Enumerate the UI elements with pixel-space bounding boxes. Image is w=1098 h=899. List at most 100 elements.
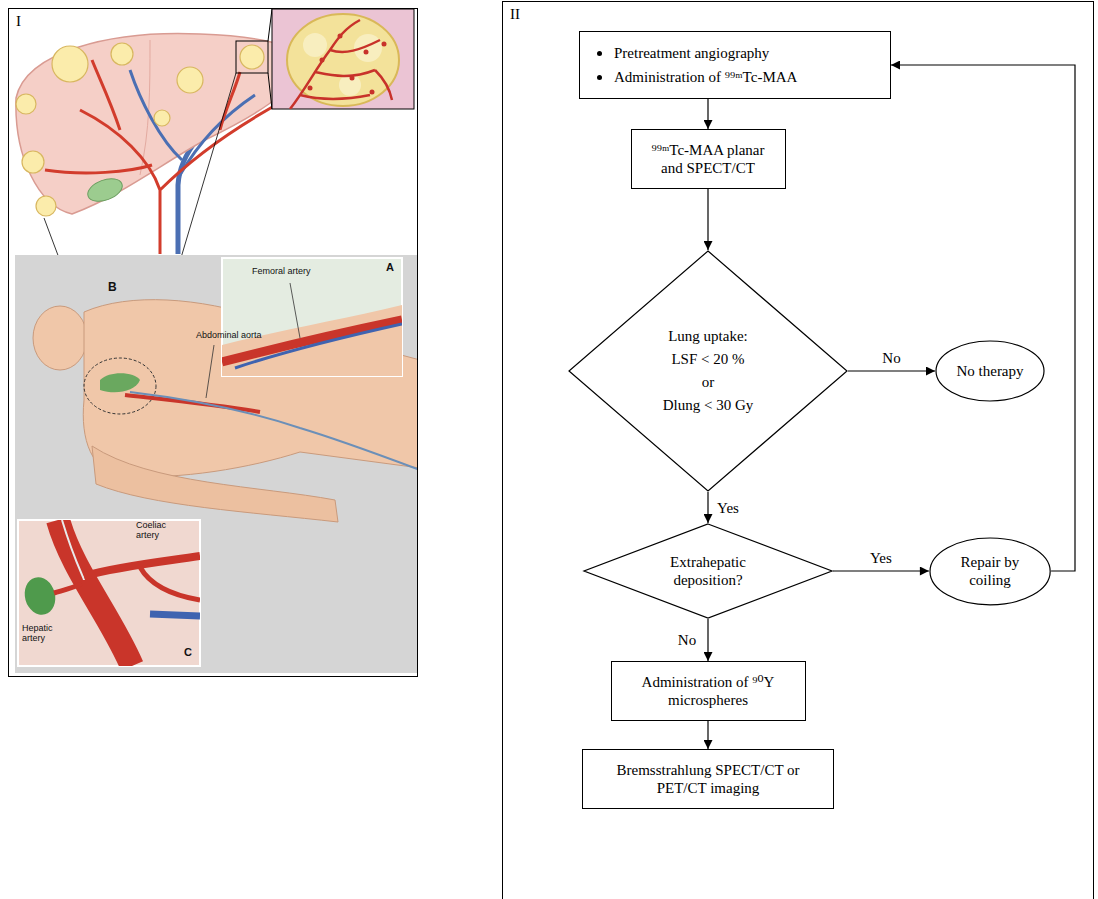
diamond-outline xyxy=(568,250,848,492)
decision-diamond: Extrahepatic deposition? xyxy=(583,523,833,619)
text-group: ⁹⁹ᵐTc-MAA planar and SPECT/CT xyxy=(640,141,777,177)
edge-label: Yes xyxy=(868,549,894,567)
dot xyxy=(320,58,325,63)
tumour xyxy=(16,94,36,114)
diamond-shape xyxy=(584,524,832,618)
nodule xyxy=(339,74,361,96)
text-group: I xyxy=(16,12,410,30)
panel-number: I xyxy=(16,12,410,30)
flow-arrow xyxy=(833,570,929,571)
arm xyxy=(92,446,338,522)
tumour-vessels xyxy=(290,20,392,109)
inset-letter: B xyxy=(108,281,117,294)
diamond-shape xyxy=(569,251,847,491)
part-label: Hepatic artery xyxy=(22,624,68,644)
text-group: Bremsstrahlung SPECT/CT or PET/CT imagin… xyxy=(591,761,825,797)
edge-label-holder: Yes xyxy=(868,549,894,567)
tumour xyxy=(52,46,88,82)
aorta xyxy=(125,395,260,412)
gallbladder xyxy=(21,574,60,618)
flow-arrow xyxy=(707,189,708,250)
artery-branch xyxy=(140,567,200,600)
zoomed-tumour xyxy=(287,14,399,109)
terminal-ellipse: No therapy xyxy=(935,340,1045,402)
node-text: LSF < 20 % xyxy=(663,348,754,371)
label-holder: Hepatic artery xyxy=(22,624,68,644)
flow-arrow xyxy=(707,721,708,749)
tumour-large xyxy=(287,14,399,106)
flow-arrow xyxy=(707,99,708,129)
label-holder: C xyxy=(184,646,192,658)
edge-label: No xyxy=(676,631,698,649)
text-group: No therapy xyxy=(956,362,1023,380)
text-group: Extrahepatic deposition? xyxy=(656,553,760,589)
ellipse-outline xyxy=(929,537,1051,606)
dot xyxy=(370,90,375,95)
zoom-inset xyxy=(272,9,414,109)
process-box: Administration of ⁹⁰Y microspheres xyxy=(611,661,806,721)
flow-arrow xyxy=(707,619,708,661)
process-box: Bremsstrahlung SPECT/CT or PET/CT imagin… xyxy=(582,749,834,809)
dot xyxy=(350,76,355,81)
node-text: No therapy xyxy=(956,362,1023,380)
node-text: Repair by coiling xyxy=(948,553,1032,589)
tumour xyxy=(22,151,44,173)
dot xyxy=(364,50,369,55)
femoral-artery xyxy=(222,320,402,362)
inset-letter: A xyxy=(386,261,394,273)
skin xyxy=(222,305,402,376)
part-label: Coeliac artery xyxy=(136,521,182,541)
catheter xyxy=(62,520,84,580)
panel-frame: I xyxy=(8,8,418,677)
flow-arrow xyxy=(848,370,935,371)
inset-a xyxy=(222,258,402,376)
label-holder: Abdominal aorta xyxy=(196,331,262,341)
label-holder: Coeliac artery xyxy=(136,521,182,541)
ellipse-shape xyxy=(930,538,1050,605)
inset-letter: C xyxy=(184,646,192,658)
node-text: Dlung < 30 Gy xyxy=(663,394,754,417)
panel-number: II xyxy=(510,5,1086,23)
ellipse-shape xyxy=(936,341,1044,401)
decision-diamond: Lung uptake:LSF < 20 %orDlung < 30 Gy xyxy=(568,250,848,492)
flow-arrow xyxy=(707,492,708,523)
inset-c-drawing xyxy=(21,520,200,666)
aorta xyxy=(58,520,132,666)
zoom-frame xyxy=(236,41,268,73)
node-text: Administration of ⁹⁰Y microspheres xyxy=(620,673,797,709)
process-box: ⁹⁹ᵐTc-MAA planar and SPECT/CT xyxy=(631,129,786,189)
label-holder: A xyxy=(386,261,394,273)
tumour xyxy=(177,67,203,93)
text-group: Administration of ⁹⁰Y microspheres xyxy=(620,673,797,709)
edge-label: No xyxy=(880,349,902,367)
inset-c xyxy=(18,520,200,666)
edge-label: Yes xyxy=(715,499,741,517)
hepatic-artery xyxy=(54,584,82,593)
node-text: Bremsstrahlung SPECT/CT or PET/CT imagin… xyxy=(591,761,825,797)
text-group: Lung uptake:LSF < 20 %orDlung < 30 Gy xyxy=(663,325,754,418)
panel-frame: II Pretreatment angiographyAdministration… xyxy=(502,1,1094,899)
catheter xyxy=(130,392,417,470)
catheter xyxy=(235,324,402,368)
part-label: Femoral artery xyxy=(252,267,311,277)
flow-arrow xyxy=(891,65,1075,571)
text-group: Repair by coiling xyxy=(948,553,1032,589)
nodule xyxy=(303,33,327,57)
head xyxy=(33,306,87,370)
tumour xyxy=(154,110,170,126)
tumours xyxy=(16,43,264,216)
process-box: Pretreatment angiographyAdministration o… xyxy=(579,31,891,99)
node-text: Extrahepatic deposition? xyxy=(656,553,760,589)
dot xyxy=(308,86,313,91)
text-group: Pretreatment angiographyAdministration o… xyxy=(614,41,797,89)
artery xyxy=(45,60,285,254)
dot xyxy=(338,34,343,39)
diamond-outline xyxy=(583,523,833,619)
text-group: II xyxy=(510,5,1086,23)
terminal-ellipse: Repair by coiling xyxy=(929,537,1051,606)
liver-small xyxy=(100,373,140,392)
